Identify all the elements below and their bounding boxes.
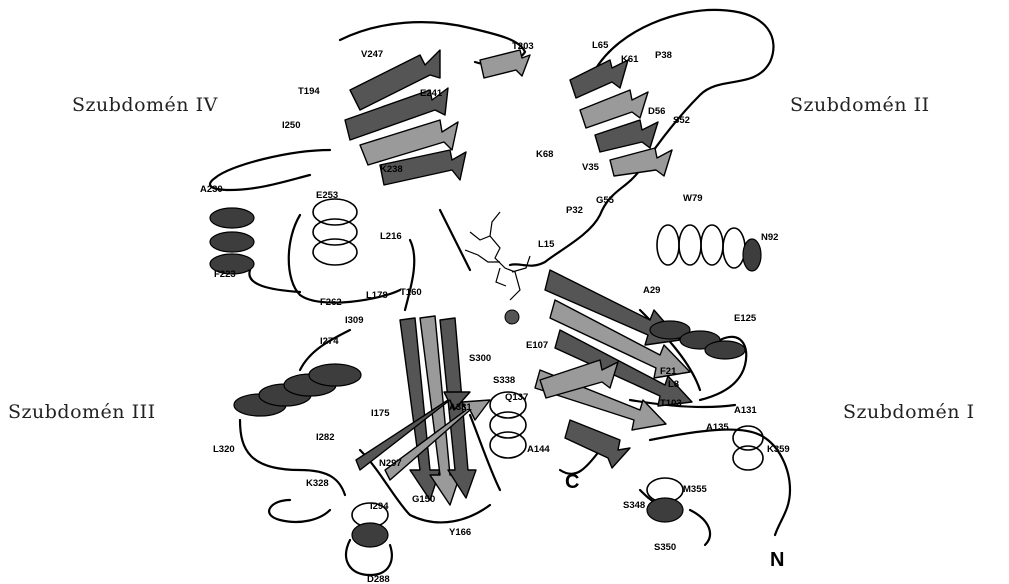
- residue-label-s300: S300: [469, 353, 491, 364]
- residue-label-y166: Y166: [449, 527, 471, 538]
- helix-w79: [657, 225, 761, 271]
- subdomain-ii-label: Szubdomén II: [790, 94, 930, 116]
- residue-label-t194: T194: [298, 86, 320, 97]
- residue-label-s350: S350: [654, 542, 676, 553]
- residue-label-a230: A230: [200, 184, 223, 195]
- residue-label-l8: L8: [668, 379, 679, 390]
- residue-label-i294: I294: [370, 501, 389, 512]
- residue-label-a29: A29: [643, 285, 660, 296]
- residue-label-f262: F262: [320, 297, 342, 308]
- residue-label-l320: L320: [213, 444, 235, 455]
- residue-label-v247: V247: [361, 49, 383, 60]
- residue-label-l15: L15: [538, 239, 555, 250]
- helix-a230: [210, 208, 254, 274]
- residue-label-s338: S338: [493, 375, 515, 386]
- residue-label-g55: G55: [596, 195, 615, 206]
- residue-label-e125: E125: [734, 313, 757, 324]
- residue-label-n92: N92: [761, 232, 778, 243]
- residue-label-a144: A144: [527, 444, 550, 455]
- residue-label-v35: V35: [582, 162, 600, 173]
- residue-label-a131: A131: [734, 405, 757, 416]
- subdomain-iii-label: Szubdomén III: [8, 401, 156, 423]
- residue-label-t103: T103: [660, 398, 682, 409]
- helix-e253: [313, 199, 357, 265]
- residue-label-e107: E107: [526, 340, 548, 351]
- residue-label-f21: F21: [660, 366, 677, 377]
- residue-label-l178: L178: [366, 290, 388, 301]
- residue-label-m355: M355: [683, 484, 707, 495]
- residue-label-f223: F223: [214, 269, 236, 280]
- residue-label-n297: N297: [379, 458, 402, 469]
- residue-label-s52: S52: [673, 115, 690, 126]
- residue-label-i309: I309: [345, 315, 364, 326]
- helix-subdomain-iii: [234, 364, 361, 416]
- atp-ligand: [465, 212, 530, 300]
- residue-label-l65: L65: [592, 40, 609, 51]
- residue-label-t203: T203: [512, 41, 534, 52]
- residue-label-k328: K328: [306, 478, 329, 489]
- residue-label-e253: E253: [316, 190, 338, 201]
- residue-label-t160: T160: [400, 287, 422, 298]
- c-terminus-label: C: [565, 471, 579, 493]
- subdomain-i-label: Szubdomén I: [843, 401, 975, 423]
- residue-label-p32: P32: [566, 205, 583, 216]
- residue-label-q137: Q137: [505, 392, 528, 403]
- residue-label-e241: E241: [420, 88, 443, 99]
- helix-k359: [733, 426, 763, 470]
- residue-label-k238: K238: [380, 164, 403, 175]
- residue-label-a331: A331: [449, 402, 472, 413]
- residue-label-g150: G150: [412, 494, 435, 505]
- subdomain-iv-label: Szubdomén IV: [72, 94, 218, 116]
- residue-labels: V247 T203 T194 E241 I250 K238 A230 E253 …: [200, 40, 790, 584]
- residue-label-d288: D288: [367, 574, 390, 584]
- beta-sheets: [345, 50, 692, 505]
- residue-label-p38: P38: [655, 50, 672, 61]
- cation-sphere: [505, 310, 519, 324]
- residue-label-k61: K61: [621, 54, 639, 65]
- residue-label-s348: S348: [623, 500, 645, 511]
- residue-label-k359: K359: [767, 444, 790, 455]
- residue-label-i282: I282: [316, 432, 335, 443]
- residue-label-i274: I274: [320, 336, 339, 347]
- residue-label-i175: I175: [371, 408, 390, 419]
- residue-label-l216: L216: [380, 231, 402, 242]
- residue-label-i250: I250: [282, 120, 301, 131]
- residue-label-w79: W79: [683, 193, 703, 204]
- residue-label-a135: A135: [706, 422, 729, 433]
- residue-label-d56: D56: [648, 106, 665, 117]
- n-terminus-label: N: [770, 549, 784, 571]
- residue-label-k68: K68: [536, 149, 553, 160]
